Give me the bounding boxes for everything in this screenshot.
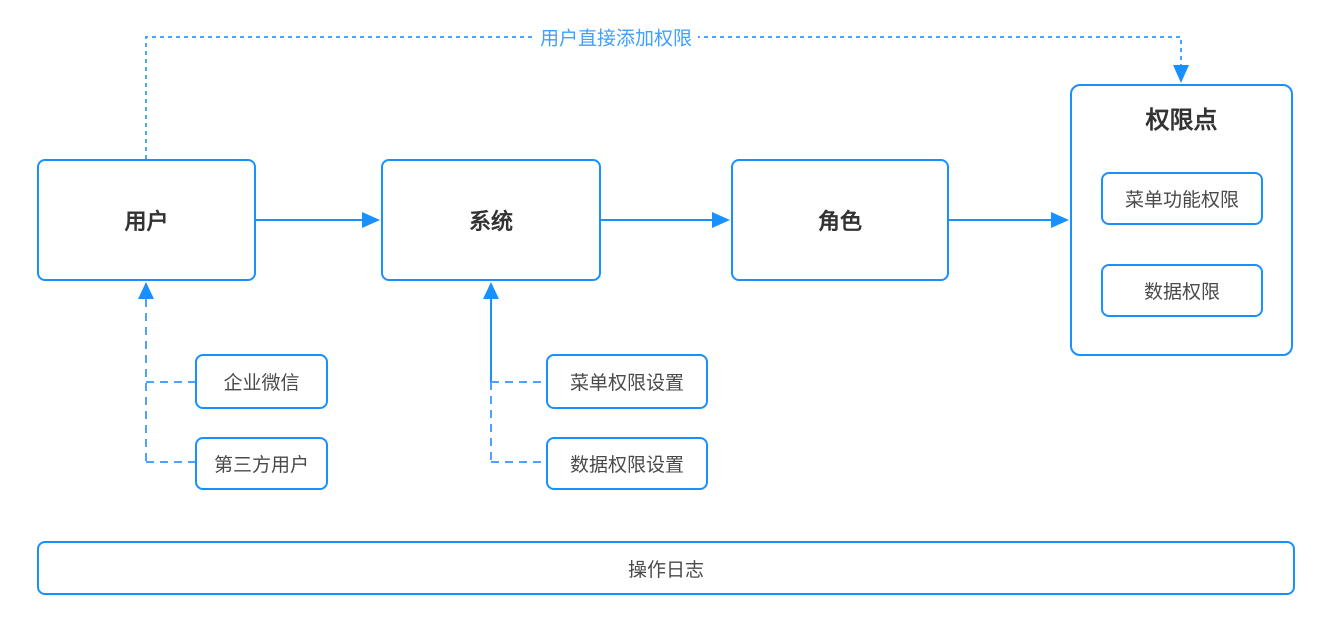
arrowhead-up-user [138,282,154,299]
node-permission-point: 权限点 菜单功能权限 数据权限 [1070,84,1293,356]
node-role-label: 角色 [817,209,862,234]
node-user: 用户 [37,159,256,281]
operation-log-label: 操作日志 [627,559,704,581]
arrowhead-up-system [483,282,499,299]
arrowhead-right-role [712,212,730,228]
node-menu-permission-setting: 菜单权限设置 [546,354,708,409]
menu-function-permission-label: 菜单功能权限 [1124,190,1239,211]
node-menu-function-permission: 菜单功能权限 [1101,172,1263,225]
arrowhead-right-system [362,212,380,228]
node-third-party-user: 第三方用户 [195,437,328,490]
node-data-permission: 数据权限 [1101,264,1263,317]
data-permission-label: 数据权限 [1143,282,1220,303]
node-enterprise-wechat: 企业微信 [195,354,328,409]
edge-label-direct-grant: 用户直接添加权限 [533,23,699,51]
enterprise-wechat-label: 企业微信 [223,373,300,394]
arrowhead-down-permission-point [1173,65,1189,83]
third-party-user-label: 第三方用户 [213,455,309,476]
edge-user-direct-to-permission [145,36,1182,159]
arrowhead-right-permission-point [1051,212,1069,228]
node-role: 角色 [731,159,949,281]
node-system: 系统 [381,159,601,281]
data-permission-setting-label: 数据权限设置 [569,455,684,476]
node-operation-log: 操作日志 [37,541,1295,595]
permission-point-title: 权限点 [1145,107,1218,134]
node-system-label: 系统 [468,209,513,234]
menu-permission-setting-label: 菜单权限设置 [569,373,684,394]
node-data-permission-setting: 数据权限设置 [546,437,708,490]
node-user-label: 用户 [124,209,169,234]
